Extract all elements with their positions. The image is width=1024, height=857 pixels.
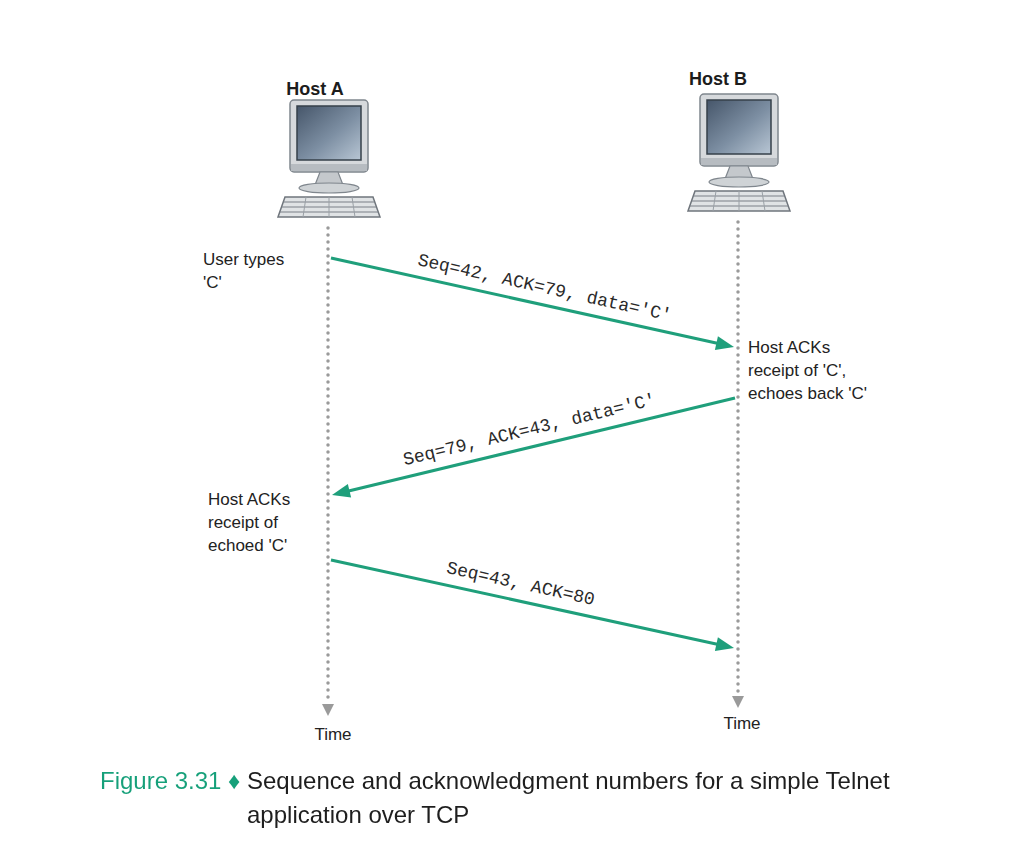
segment-label: Seq=42, ACK=79, data='C'	[415, 249, 673, 326]
host-label: Host B	[689, 68, 747, 90]
arrowhead	[715, 336, 734, 350]
computer-icon	[278, 100, 380, 217]
arrowhead	[332, 484, 351, 498]
label-anchor: Figure 3.31 ♦ Sequence and acknowledgmen…	[100, 764, 969, 832]
segment-label: Seq=79, ACK=43, data='C'	[401, 389, 658, 471]
label-anchor: Host ACKs receipt of echoed 'C'	[208, 488, 320, 557]
time-label: Time	[314, 723, 351, 746]
event-note: Host ACKs receipt of echoed 'C'	[208, 488, 320, 557]
host-label: Host A	[286, 78, 343, 100]
label-anchor: Seq=79, ACK=43, data='C'	[400, 419, 659, 441]
arrowhead	[715, 637, 734, 651]
figure-caption: Figure 3.31 ♦ Sequence and acknowledgmen…	[100, 764, 969, 832]
label-anchor: Host ACKs receipt of 'C', echoes back 'C…	[748, 336, 880, 405]
timeline-arrowhead	[322, 704, 334, 716]
label-anchor: User types 'C'	[203, 248, 299, 294]
timeline	[326, 228, 330, 702]
event-note: User types 'C'	[203, 248, 299, 294]
arrow-line	[348, 398, 735, 491]
timeline	[736, 222, 740, 694]
time-label: Time	[723, 712, 760, 735]
computer-icon	[688, 94, 790, 211]
message-arrow	[331, 560, 734, 651]
label-anchor: Seq=42, ACK=79, data='C'	[415, 277, 674, 299]
arrow-line	[331, 258, 718, 344]
label-anchor: Time	[314, 723, 351, 746]
host-column: Host A	[265, 78, 391, 718]
message-arrow	[331, 258, 734, 350]
event-note: Host ACKs receipt of 'C', echoes back 'C…	[748, 336, 880, 405]
label-anchor: Seq=43, ACK=80	[445, 573, 596, 595]
message-arrow	[332, 398, 735, 498]
timeline-arrowhead	[732, 696, 744, 708]
label-anchor: Time	[723, 712, 760, 735]
